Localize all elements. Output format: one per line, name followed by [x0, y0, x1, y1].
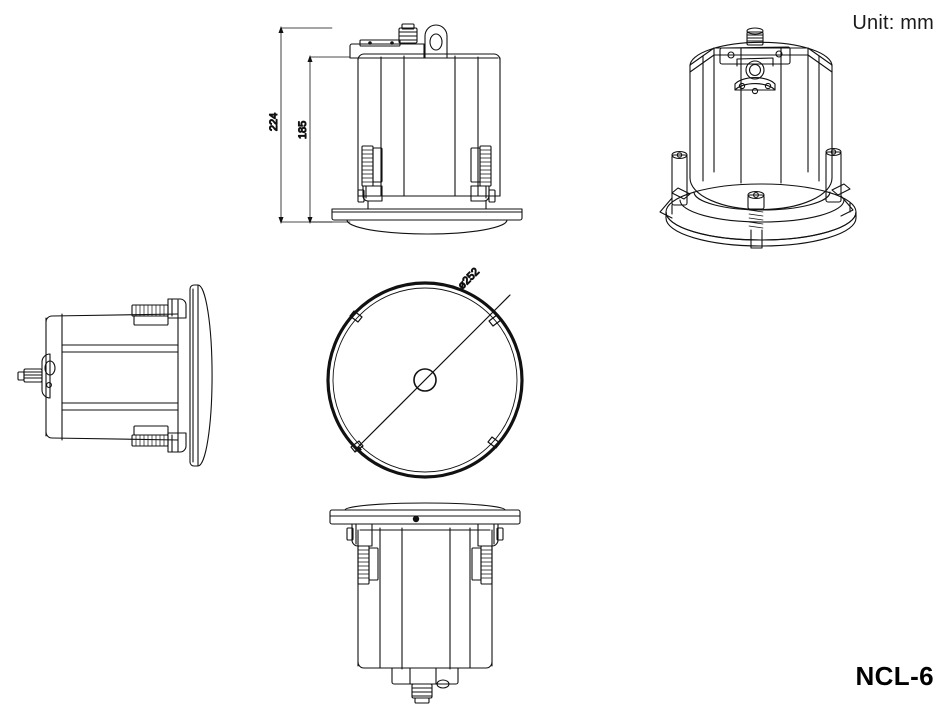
- left-side-view: [17, 284, 213, 467]
- bottom-view-left-clamp: [346, 523, 379, 585]
- model-label: NCL-6: [855, 661, 934, 691]
- left-view-lower-clamp: [131, 425, 187, 453]
- dimension-224-line: [278, 26, 333, 224]
- isometric-view: [659, 27, 857, 249]
- dimension-diameter-label: ø252: [456, 266, 482, 292]
- plan-centre-hub: [413, 368, 437, 392]
- dimension-185-line: [307, 55, 351, 224]
- front-right-clamp: [470, 145, 496, 203]
- left-view-upper-clamp: [131, 298, 187, 326]
- iso-ring-clips: [671, 183, 851, 200]
- dimension-224-label: 224: [268, 113, 280, 131]
- front-cable-gland: [398, 23, 418, 44]
- plan-circle-view: [326, 281, 524, 479]
- iso-lift-eyelet: [734, 60, 776, 95]
- front-flange: [331, 200, 523, 235]
- bottom-inverted-view: [329, 502, 521, 704]
- iso-left-post: [659, 150, 688, 219]
- front-body-shell: [357, 53, 501, 197]
- iso-right-post: [825, 147, 854, 217]
- diameter-leader-line: [355, 310, 495, 450]
- left-view-cable-gland: [17, 353, 56, 399]
- iso-cable-gland: [746, 27, 764, 46]
- front-elevation-view: [278, 23, 523, 235]
- front-left-clamp: [357, 145, 383, 203]
- front-top-plate: [349, 39, 425, 59]
- dimension-185-label: 185: [297, 121, 309, 139]
- front-lift-eyelet: [424, 24, 448, 59]
- left-view-body: [45, 299, 179, 453]
- bottom-view-cable-gland: [391, 667, 459, 704]
- left-view-flange: [189, 284, 213, 467]
- iso-top-bracket: [719, 46, 791, 67]
- iso-centre-spring: [747, 190, 765, 249]
- bottom-view-centre-dot: [412, 515, 420, 523]
- iso-flange-ring: [665, 183, 857, 247]
- bottom-view-flange: [329, 502, 521, 525]
- bottom-view-right-clamp: [471, 523, 504, 585]
- plan-outer-circle: [326, 281, 524, 479]
- unit-note: Unit: mm: [852, 12, 934, 34]
- plan-rim-clips: [349, 310, 502, 453]
